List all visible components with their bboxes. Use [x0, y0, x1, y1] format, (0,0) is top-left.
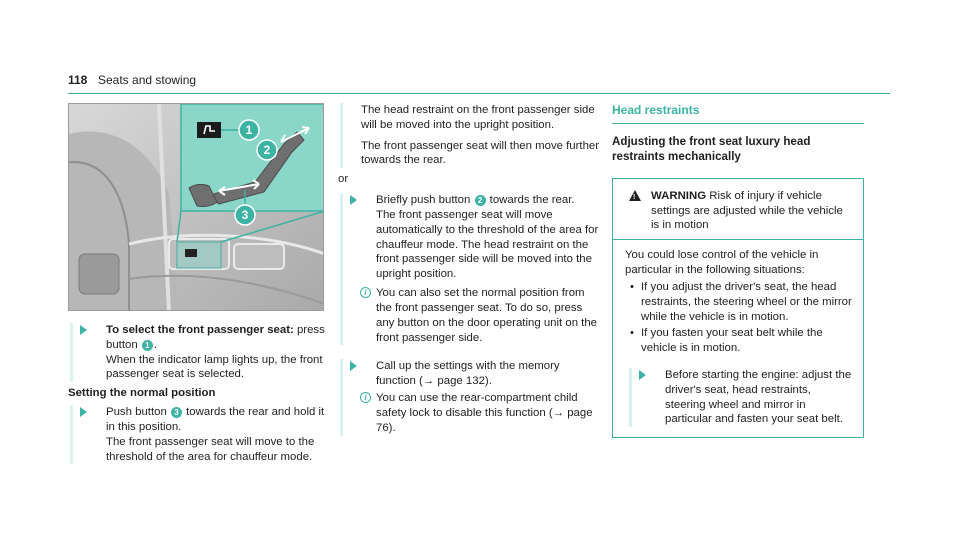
step-arrow-icon [350, 195, 357, 206]
warning-heading: Risk of injury if vehicle settings are a… [651, 189, 843, 232]
paragraph: The front passenger seat will then move … [361, 139, 600, 167]
step-arrow-icon [80, 407, 87, 418]
button-number-badge: 3 [170, 407, 182, 419]
info-note: i You can use the rear-compartment child… [356, 391, 600, 435]
callout-2-label: 2 [264, 143, 271, 157]
step-result: The front passenger seat will move autom… [376, 208, 599, 281]
seat-control-illustration: 1 2 3 [68, 103, 324, 311]
info-icon: i [360, 287, 371, 299]
info-icon: i [360, 392, 371, 404]
callout-2 [256, 139, 278, 161]
warning-triangle-icon: ! [629, 189, 641, 201]
column-right: Head restraints Adjusting the front seat… [612, 103, 864, 439]
warning-label: WARNING [651, 189, 707, 202]
warning-box: ! WARNING Risk of injury if vehicle sett… [612, 177, 864, 439]
step-result: The front passenger seat will move to th… [106, 435, 315, 463]
step-push-button-3: Push button 3 towards the rear and hold … [70, 405, 330, 465]
or-separator: or [338, 173, 349, 186]
list-item: •If you adjust the driver's seat, the he… [630, 280, 852, 323]
callout-3 [234, 204, 256, 226]
step-bold-lead: To select the front passenger seat: [106, 324, 294, 336]
callout-3-label: 3 [242, 208, 249, 222]
callout-1-label: 1 [246, 123, 253, 137]
page-header: 118 Seats and stowing [68, 72, 890, 94]
callout-1 [238, 119, 260, 141]
warning-step: Before starting the engine: adjust the d… [629, 368, 853, 428]
step-brief-push-2: Briefly push button 2 towards the rear. … [340, 193, 600, 346]
column-middle: The head restraint on the front passenge… [338, 103, 600, 436]
step-text: Push button 3 towards the rear and hold … [86, 405, 330, 464]
subsection-title: Adjusting the front seat luxury head res… [612, 134, 811, 163]
section-title: Head restraints [612, 103, 864, 124]
step-memory-function: Call up the settings with the memory fun… [340, 359, 600, 436]
page-number: 118 [68, 73, 88, 87]
column-left: To select the front passenger seat: pres… [68, 323, 330, 466]
section-name: Seats and stowing [98, 73, 197, 87]
warning-intro: You could lose control of the vehicle in… [625, 249, 819, 277]
step-text: To select the front passenger seat: pres… [86, 323, 330, 382]
step-result: When the indicator lamp lights up, the f… [106, 353, 323, 381]
warning-header: ! WARNING Risk of injury if vehicle sett… [613, 179, 863, 241]
seat-illustration-svg: 1 2 3 [69, 104, 323, 310]
step-continuation: The head restraint on the front passenge… [340, 103, 600, 169]
step-select-passenger-seat: To select the front passenger seat: pres… [70, 323, 330, 383]
list-item: •If you fasten your seat belt while the … [630, 327, 823, 355]
warning-body: You could lose control of the vehicle in… [613, 240, 863, 437]
button-number-badge: 1 [141, 339, 153, 351]
step-arrow-icon [80, 325, 87, 335]
step-text: Briefly push button 2 towards the rear. … [376, 194, 599, 281]
step-arrow-icon [639, 370, 646, 380]
info-note: i You can also set the normal position f… [356, 286, 600, 345]
seat-button-icon [203, 125, 215, 135]
step-arrow-icon [350, 361, 357, 372]
paragraph: The head restraint on the front passenge… [361, 104, 595, 131]
step-text: Call up the settings with the memory fun… [376, 360, 560, 388]
button-number-badge: 2 [474, 195, 486, 207]
subheading-normal-position: Setting the normal position [68, 387, 216, 400]
